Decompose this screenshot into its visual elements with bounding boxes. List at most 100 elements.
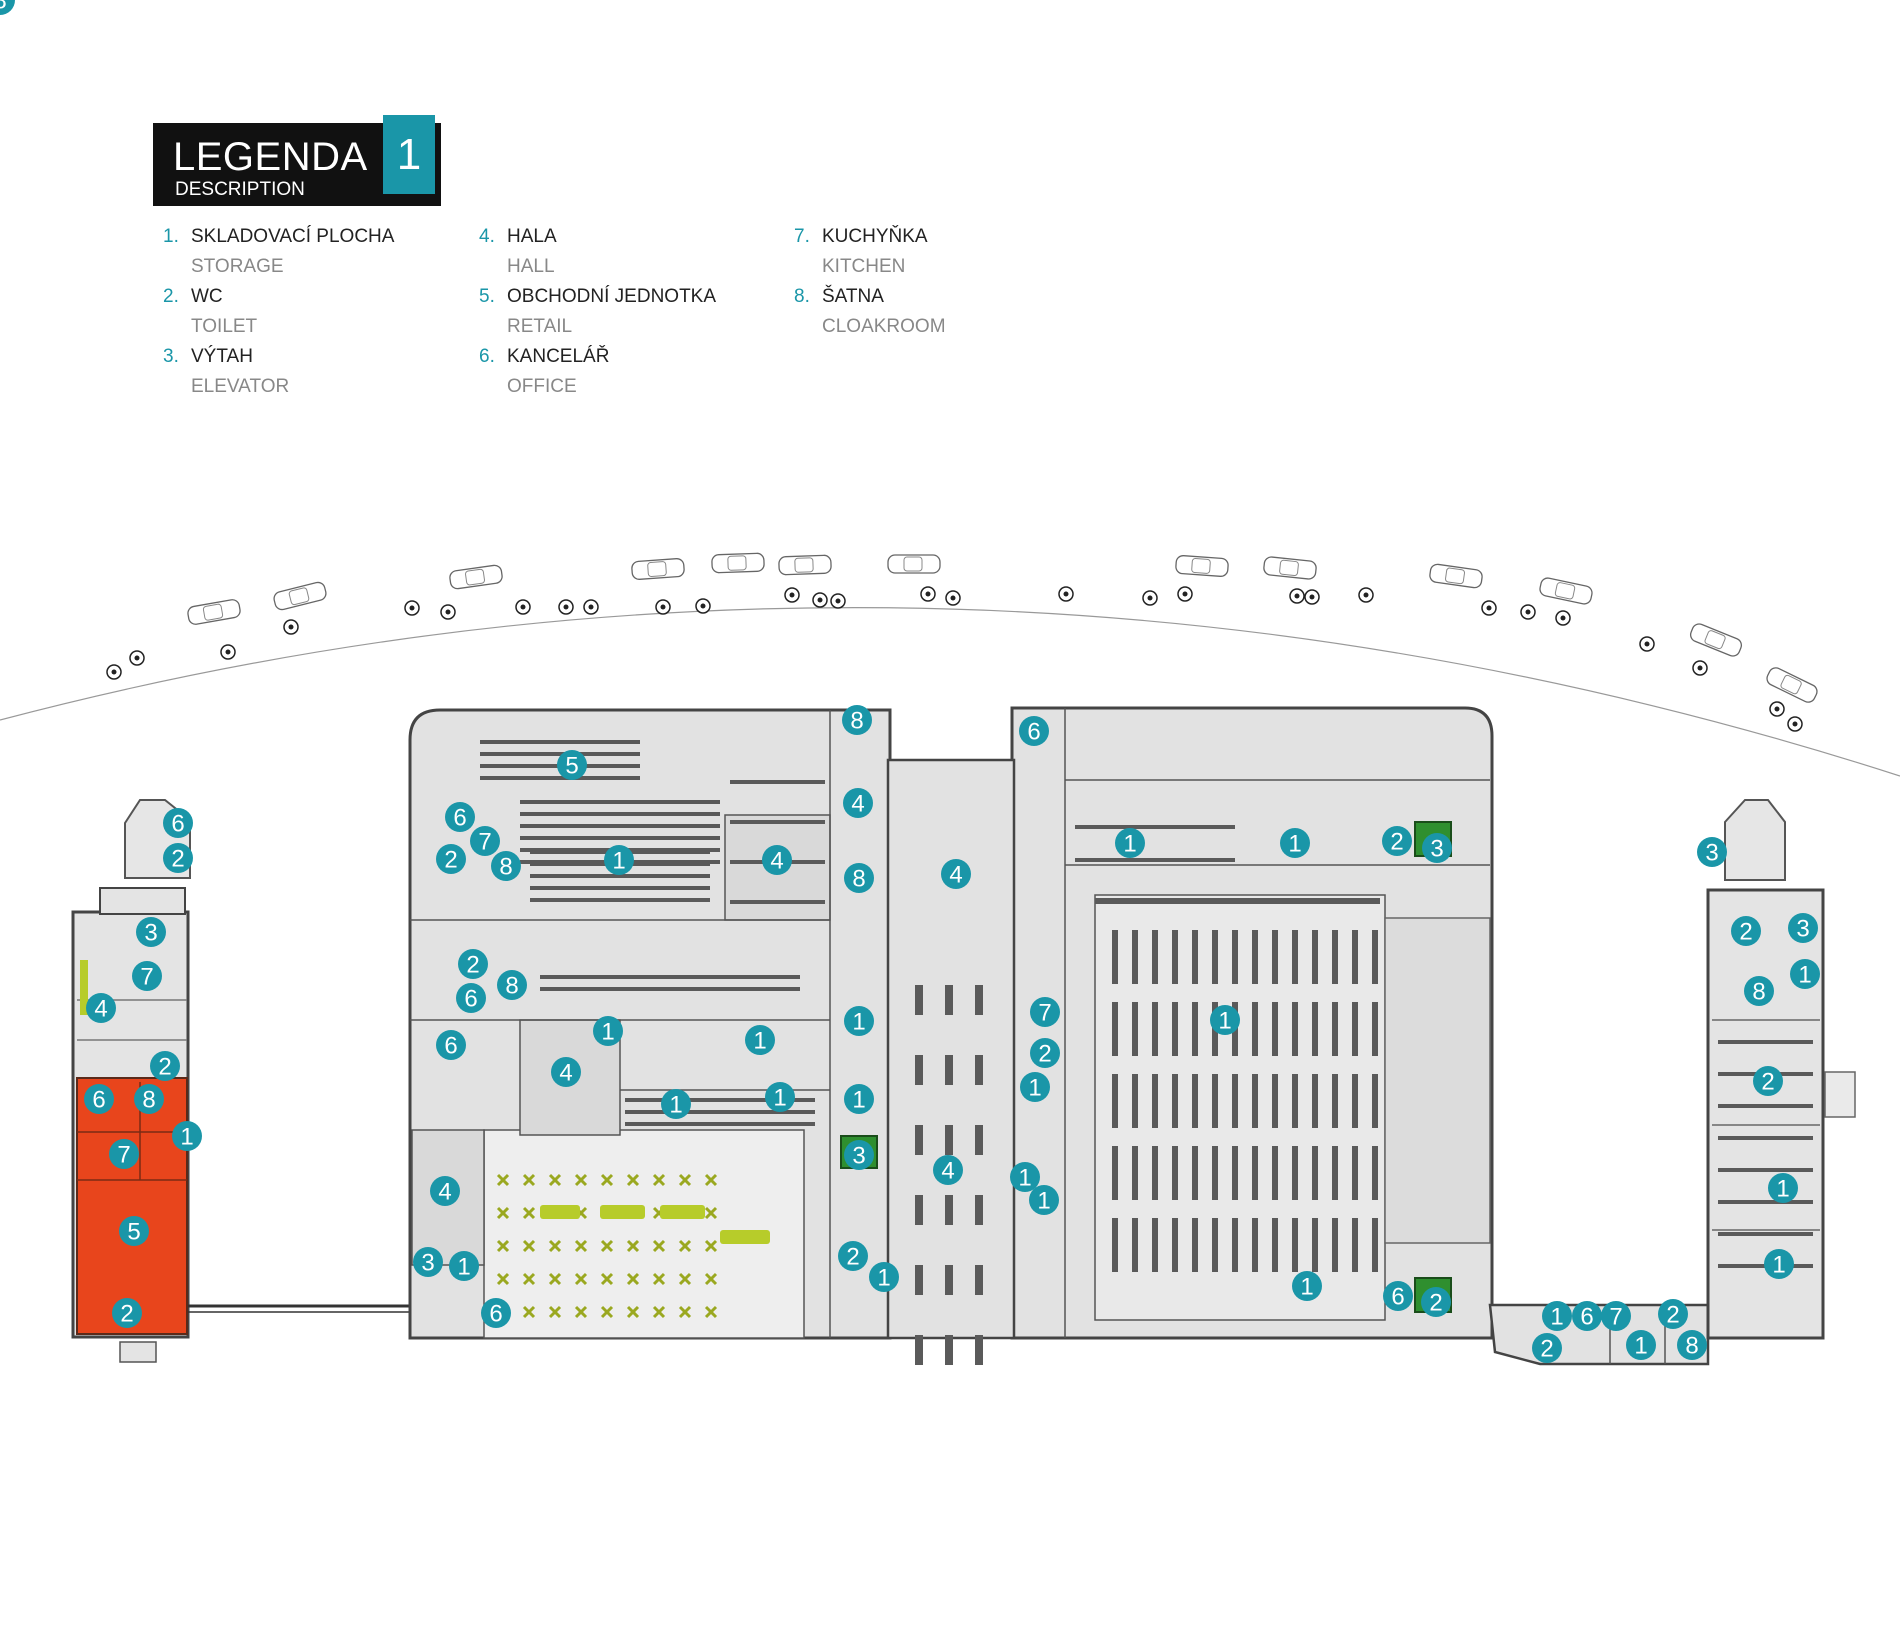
badge-label: 6 [1391,1284,1404,1311]
room-badge: 8 [0,0,15,15]
shelf-rack [1212,1218,1218,1272]
badge-label: 2 [171,846,184,873]
legend-item-label-en: RETAIL [507,316,573,337]
badge-label: 1 [669,1092,682,1119]
shelf-rack [1272,930,1278,984]
chair-icon [522,1239,536,1253]
tree-icon [440,604,456,620]
badge-circle [84,1084,114,1114]
shelf-rack [520,812,720,816]
shelf-rack [1332,930,1338,984]
shelf-rack [945,1125,953,1155]
left-wing-stair-hall [99,887,186,915]
shelf-rack [1132,1002,1138,1056]
shelf-rack [480,776,640,780]
room-badge: 7 [109,1139,139,1169]
badge-circle [1029,1185,1059,1215]
main-building [408,706,1494,1365]
tree-icon [1058,586,1074,602]
shelf-rack [540,987,800,991]
badge-label: 6 [444,1033,457,1060]
legend-item-number: 4. [479,226,495,247]
room-badge: 5 [119,1216,149,1246]
badge-circle [1658,1299,1688,1329]
room-badge: 7 [1601,1301,1631,1331]
badge-label: 1 [1218,1008,1231,1035]
shelf-rack [1312,1074,1318,1128]
badge-circle [430,1176,460,1206]
badge-circle [413,1247,443,1277]
car-icon [778,554,832,576]
shelf-rack [1252,1218,1258,1272]
shelf-rack [1272,1002,1278,1056]
legend-item-label-cs: KUCHYŇKA [822,226,928,247]
badge-circle [456,983,486,1013]
shelf-rack [915,1125,923,1155]
badge-label: 2 [466,952,479,979]
shelf-rack [1152,1218,1158,1272]
legend-item-number: 7. [794,226,810,247]
room-badge: 5 [557,750,587,780]
room-badge: 1 [765,1082,795,1112]
shelf-rack [1232,1074,1238,1128]
badge-label: 4 [770,848,783,875]
shelf-rack [1272,1218,1278,1272]
shelf-rack [1372,1146,1378,1200]
room-badge: 6 [1019,716,1049,746]
shelf-rack [1192,1146,1198,1200]
tree-icon [1177,586,1193,602]
shelf-rack [520,836,720,840]
badge-label: 2 [1540,1336,1553,1363]
legend-item-label-en: KITCHEN [822,256,906,277]
badge-circle [112,1298,142,1328]
shelf-rack [1352,1074,1358,1128]
badge-label: 6 [453,805,466,832]
badge-circle [1422,833,1452,863]
badge-label: 8 [1752,979,1765,1006]
tree-icon [695,598,711,614]
badge-label: 3 [852,1143,865,1170]
chair-icon [522,1305,536,1319]
shelf-rack [1212,930,1218,984]
room-badge: 3 [136,917,166,947]
room-badge: 6 [481,1298,511,1328]
badge-label: 2 [1739,919,1752,946]
shelf-rack [1132,1218,1138,1272]
shelf-rack [530,898,710,902]
badge-label: 1 [1123,831,1136,858]
shelf-rack [730,820,825,824]
room-badge: 2 [1382,826,1412,856]
shelf-rack [1292,1002,1298,1056]
room-badge: 1 [1210,1005,1240,1035]
badge-label: 1 [601,1019,614,1046]
room-badge: 3 [1788,913,1818,943]
room-badge: 1 [449,1251,479,1281]
shelf-rack [1372,1002,1378,1056]
room-badge: 2 [1421,1287,1451,1317]
car-icon [1766,667,1818,703]
tree-icon [945,590,961,606]
badge-label: 5 [127,1219,140,1246]
room-badge: 6 [456,983,486,1013]
room-badge: 7 [1030,997,1060,1027]
legend-item-number: 3. [163,346,179,367]
badge-label: 1 [852,1087,865,1114]
badge-label: 2 [846,1244,859,1271]
legend-item-label-cs: HALA [507,226,557,247]
chair-icon [652,1239,666,1253]
chair-icon [704,1239,718,1253]
badge-circle [1383,1281,1413,1311]
shelf-rack [1718,1104,1813,1108]
room-badge: 4 [843,788,873,818]
shelf-rack [915,1195,923,1225]
badge-circle [0,0,15,15]
chair-icon [600,1305,614,1319]
badge-label: 1 [852,1009,865,1036]
table-icon [660,1205,705,1219]
shelf-rack [1172,930,1178,984]
shelf-rack [1332,1218,1338,1272]
badge-label: 1 [1288,831,1301,858]
shelf-rack [1312,1002,1318,1056]
shelf-rack [1172,1002,1178,1056]
room-badge: 3 [1422,833,1452,863]
